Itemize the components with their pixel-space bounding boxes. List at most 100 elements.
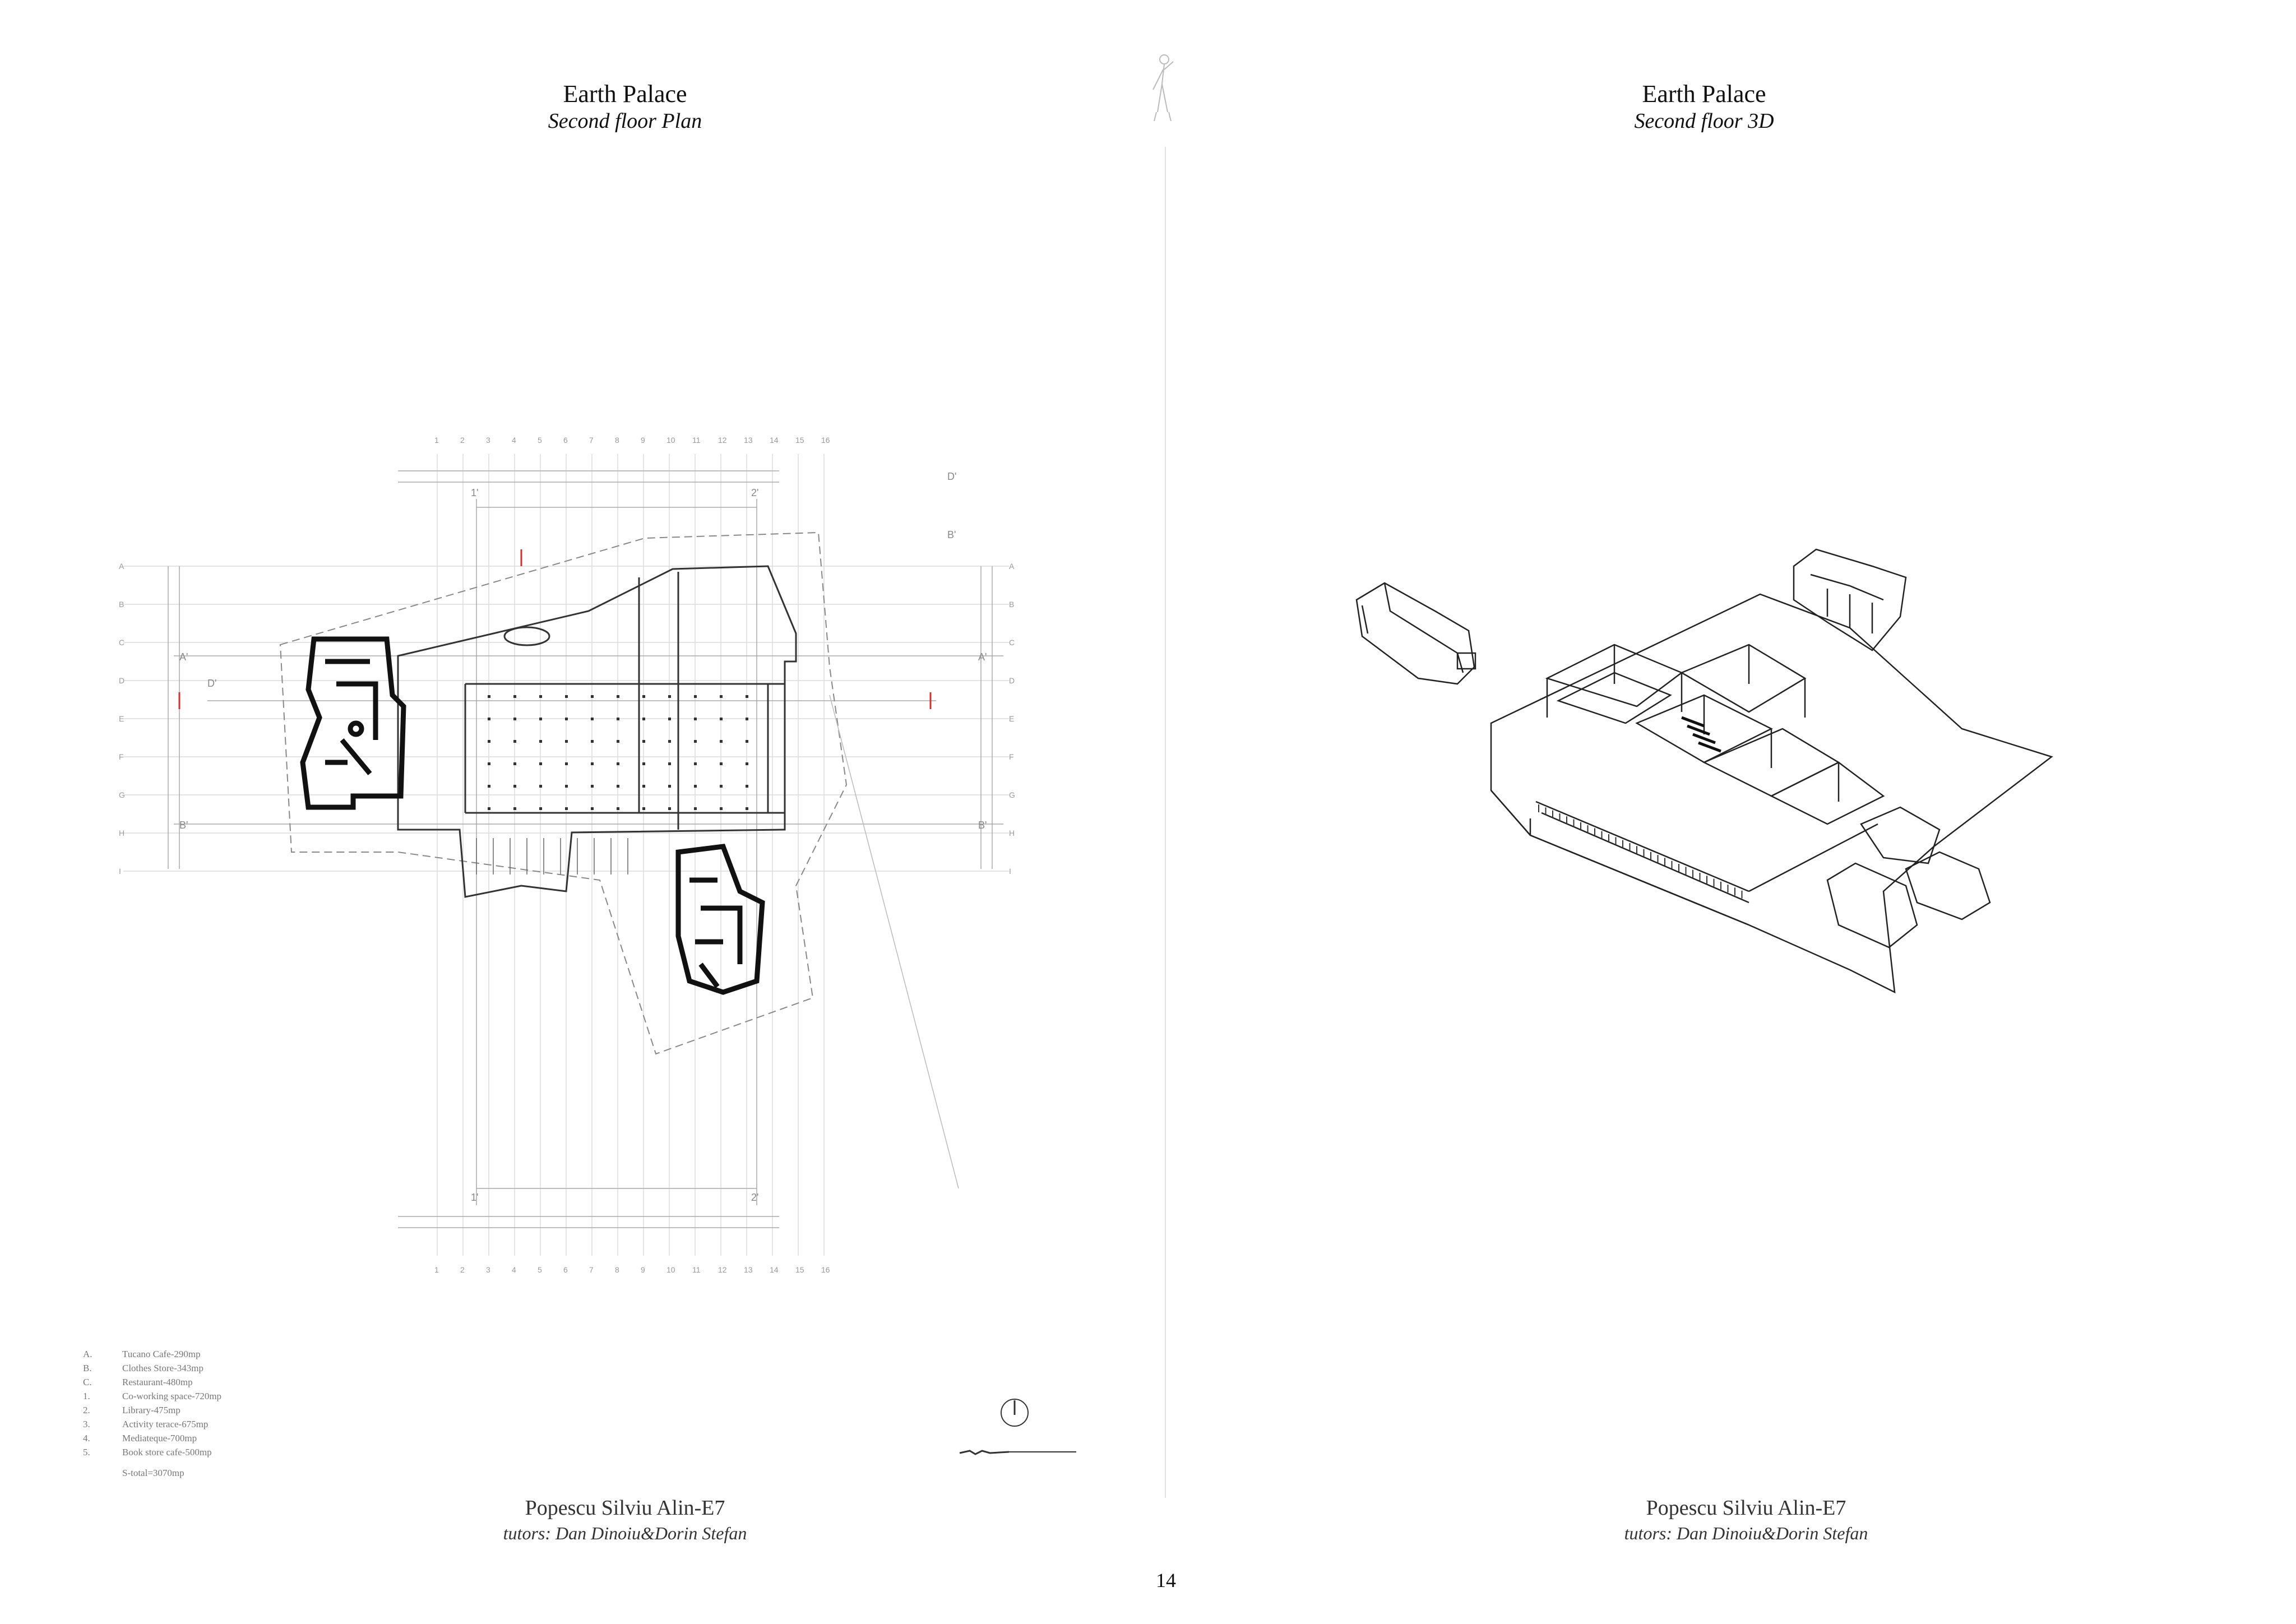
structural-column [720, 718, 723, 720]
axonometric-3d-drawing [1355, 548, 2053, 994]
grid-label-bottom: 2 [460, 1265, 465, 1274]
legend-item: 5. Book store cafe-500mp [83, 1445, 374, 1459]
structural-column [539, 762, 542, 765]
right-page-title: Earth Palace [1642, 80, 1766, 108]
structural-column [642, 762, 645, 765]
section-mark-b-right: B' [978, 820, 987, 831]
structural-column [617, 762, 619, 765]
legend-key: 1. [83, 1391, 90, 1401]
legend-key: C. [83, 1377, 92, 1387]
legend-key: 5. [83, 1447, 90, 1458]
grid-label-bottom: 14 [770, 1265, 779, 1274]
section-mark-c-prime: D' [207, 678, 216, 689]
grid-label-top: 12 [718, 436, 727, 445]
scale-bar [959, 1450, 1076, 1455]
section-mark-b-left: B' [179, 820, 188, 831]
grid-label-left: H [119, 829, 124, 838]
structural-column [565, 785, 568, 788]
legend-text: Library-475mp [122, 1405, 180, 1415]
grid-label-bottom: 13 [744, 1265, 753, 1274]
structural-column [668, 785, 671, 788]
grid-label-right: H [1009, 829, 1015, 838]
structural-column [694, 762, 697, 765]
grid-label-top: 7 [589, 436, 594, 445]
structural-column [539, 785, 542, 788]
grid-label-bottom: 3 [486, 1265, 490, 1274]
structural-column [668, 718, 671, 720]
structural-column [746, 785, 748, 788]
grid-label-top: 13 [744, 436, 753, 445]
structural-column [565, 718, 568, 720]
legend-item: 2.Library-475mp [83, 1403, 374, 1417]
legend-key: 4. [83, 1433, 90, 1443]
figure-logo-icon [1152, 54, 1174, 122]
structural-column [668, 807, 671, 810]
legend-text: Co-working space-720mp [122, 1391, 222, 1401]
grid-label-right: D [1009, 676, 1015, 685]
structural-column [668, 762, 671, 765]
structural-column [642, 807, 645, 810]
grid-label-bottom: 8 [615, 1265, 619, 1274]
structural-column [591, 785, 594, 788]
grid-label-top: 14 [770, 436, 779, 445]
structural-column [642, 785, 645, 788]
legend-item: B.Clothes Store-343mp [83, 1361, 374, 1375]
structural-column [591, 740, 594, 743]
structural-column [617, 718, 619, 720]
left-page-subtitle: Second floor Plan [548, 109, 702, 133]
structural-column [642, 718, 645, 720]
legend-text: Book store cafe-500mp [122, 1447, 212, 1458]
legend-key: B. [83, 1363, 92, 1373]
structural-column [668, 740, 671, 743]
structural-column [746, 718, 748, 720]
structural-column [488, 807, 490, 810]
page-number: 14 [1156, 1569, 1176, 1591]
section-mark-d-prime: D' [947, 471, 956, 482]
grid-label-top: 3 [486, 436, 490, 445]
section-mark-a-left: A' [179, 651, 188, 663]
grid-label-left: A [119, 562, 124, 571]
structural-column [694, 718, 697, 720]
grid-label-top: 10 [666, 436, 675, 445]
grid-label-left: F [119, 752, 124, 761]
structural-column [694, 740, 697, 743]
structural-column [539, 695, 542, 698]
left-tutors: tutors: Dan Dinoiu&Dorin Stefan [503, 1523, 747, 1543]
legend-key: 3. [83, 1419, 90, 1429]
grid-label-top: 15 [795, 436, 804, 445]
structural-column [694, 785, 697, 788]
page-divider [1165, 147, 1166, 1498]
section-mark-c-top: 1' [471, 487, 478, 498]
structural-column [720, 762, 723, 765]
legend-text: Mediateque-700mp [122, 1433, 197, 1443]
grid-label-bottom: 5 [538, 1265, 542, 1274]
grid-label-right: F [1009, 752, 1014, 761]
structural-column [746, 762, 748, 765]
left-page-title: Earth Palace [563, 80, 687, 108]
section-mark-b-prime: B' [947, 529, 956, 540]
grid-label-right: A [1009, 562, 1015, 571]
structural-column [488, 785, 490, 788]
legend-item: 3.Activity terace-675mp [83, 1417, 374, 1431]
right-author: Popescu Silviu Alin-E7 [1646, 1496, 1846, 1520]
grid-label-bottom: 7 [589, 1265, 594, 1274]
structural-column [565, 762, 568, 765]
grid-label-bottom: 15 [795, 1265, 804, 1274]
legend-key: A. [83, 1349, 92, 1359]
structural-column [617, 807, 619, 810]
legend-item: C. Restaurant-480mp [83, 1375, 374, 1389]
structural-column [720, 740, 723, 743]
structural-column [642, 740, 645, 743]
legend-text: Restaurant-480mp [122, 1377, 193, 1387]
structural-column [591, 807, 594, 810]
grid-label-bottom: 10 [666, 1265, 675, 1274]
grid-label-bottom: 16 [821, 1265, 830, 1274]
structural-column [488, 740, 490, 743]
legend-item: A.Tucano Cafe-290mp [83, 1347, 374, 1361]
legend-total: S-total=3070mp [122, 1468, 184, 1478]
grid-label-left: E [119, 714, 124, 723]
section-mark-c-bottom: 1' [471, 1192, 478, 1203]
structural-column [642, 695, 645, 698]
grid-label-top: 4 [512, 436, 516, 445]
